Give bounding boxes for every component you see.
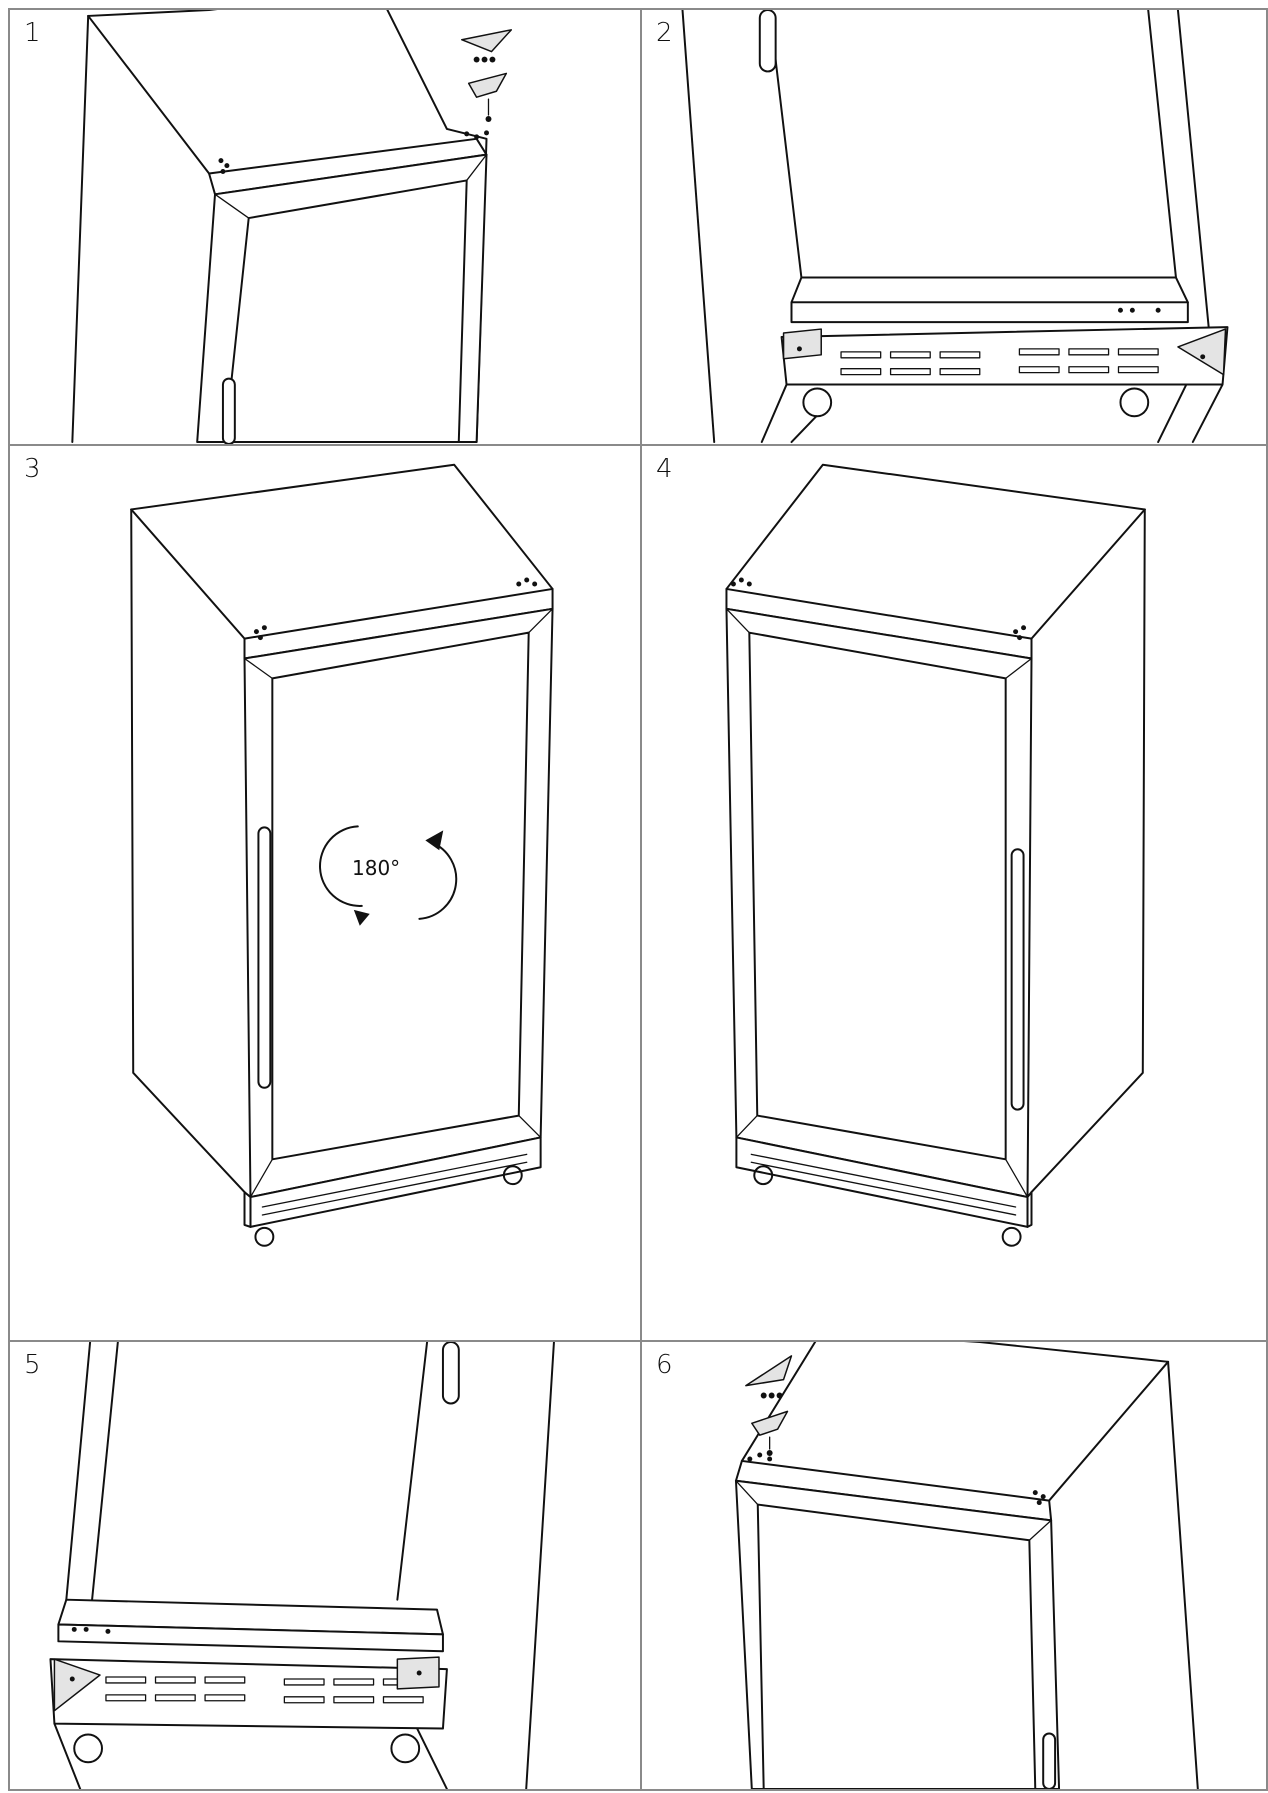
step-2-number: 2 bbox=[656, 18, 673, 48]
step-1-number: 1 bbox=[24, 18, 41, 48]
step-6-number: 6 bbox=[656, 1350, 673, 1380]
step-2-panel: 2 bbox=[640, 8, 1268, 446]
bottom-hinge-left-icon bbox=[782, 328, 822, 360]
step-4-illustration bbox=[725, 463, 1146, 1247]
bottom-hinge-left-icon bbox=[53, 1658, 101, 1712]
step-6-panel: 6 bbox=[640, 1340, 1268, 1791]
hinge-cover-icon bbox=[745, 1355, 793, 1456]
step-5-number: 5 bbox=[24, 1350, 41, 1380]
step-1-illustration bbox=[71, 10, 513, 444]
rotate-180-icon bbox=[319, 825, 458, 926]
rotation-label: 180° bbox=[352, 856, 401, 880]
step-2-illustration bbox=[681, 10, 1229, 444]
screw-holes-icon bbox=[218, 130, 489, 174]
door-handle bbox=[257, 826, 272, 1089]
instruction-grid: 1 2 bbox=[8, 8, 1268, 1791]
screw-holes-icon bbox=[747, 1452, 1046, 1506]
door-handle bbox=[1010, 848, 1025, 1111]
step-4-number: 4 bbox=[656, 454, 673, 484]
step-5-panel: 5 bbox=[8, 1340, 642, 1791]
step-6-illustration bbox=[734, 1342, 1199, 1789]
step-4-panel: 4 bbox=[640, 444, 1268, 1342]
step-5-illustration bbox=[49, 1342, 555, 1789]
step-1-panel: 1 bbox=[8, 8, 642, 446]
bottom-hinge-right-icon bbox=[1177, 328, 1227, 376]
step-3-illustration bbox=[130, 463, 554, 1247]
hinge-cover-icon bbox=[460, 29, 513, 122]
step-3-panel: 3 180° bbox=[8, 444, 642, 1342]
step-3-number: 3 bbox=[24, 454, 41, 484]
